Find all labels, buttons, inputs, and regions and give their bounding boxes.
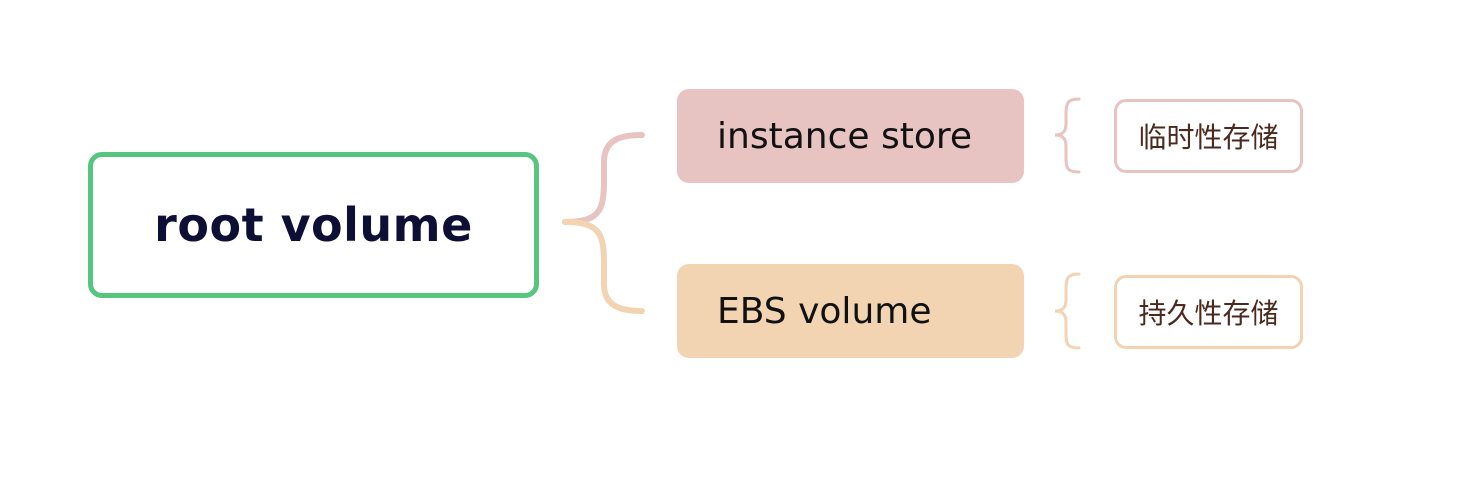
root-node-label: root volume (154, 198, 473, 252)
leaf-node-persistent-storage[interactable]: 持久性存储 (1114, 275, 1303, 349)
branch-node-label: EBS volume (717, 290, 932, 332)
root-node[interactable]: root volume (88, 152, 539, 298)
leaf-node-temporary-storage[interactable]: 临时性存储 (1114, 99, 1303, 173)
root-brace-upper (562, 132, 645, 225)
leaf-brace-instance-store (1054, 97, 1081, 174)
branch-node-label: instance store (717, 115, 973, 157)
leaf-node-label: 持久性存储 (1138, 297, 1279, 330)
root-brace-lower (562, 219, 645, 314)
branch-node-instance-store[interactable]: instance store (677, 89, 1024, 183)
leaf-brace-ebs-volume (1054, 272, 1081, 350)
leaf-node-label: 临时性存储 (1138, 121, 1279, 154)
branch-node-ebs-volume[interactable]: EBS volume (677, 264, 1024, 358)
